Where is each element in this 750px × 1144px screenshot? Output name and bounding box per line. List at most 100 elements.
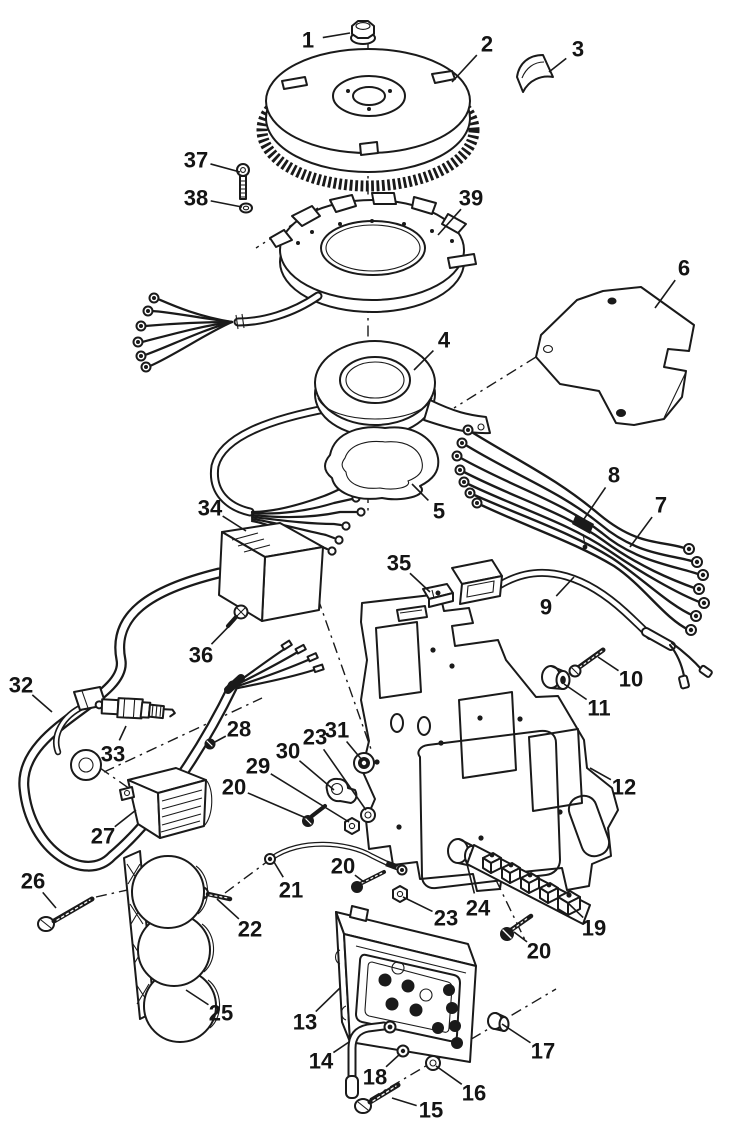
callout-label-28: 28 bbox=[227, 717, 251, 742]
part-coil-bracket bbox=[123, 850, 221, 1043]
part-nut-28 bbox=[204, 738, 216, 750]
callout-label-18: 18 bbox=[363, 1065, 387, 1090]
part-plug-17 bbox=[487, 1012, 510, 1032]
leader-line-16 bbox=[435, 1065, 463, 1085]
callout-label-26: 26 bbox=[21, 869, 45, 894]
callout-label-12: 12 bbox=[612, 775, 636, 800]
leader-line-9 bbox=[555, 576, 575, 597]
harness-connector bbox=[451, 559, 503, 605]
part-link-cable bbox=[451, 559, 713, 690]
part-screw-20c bbox=[500, 913, 534, 941]
callout-label-13: 13 bbox=[293, 1010, 317, 1035]
callout-label-17: 17 bbox=[531, 1039, 555, 1064]
leader-line-30 bbox=[298, 760, 335, 791]
callout-label-29: 29 bbox=[246, 754, 270, 779]
leader-line-5 bbox=[411, 483, 429, 501]
callout-label-6: 6 bbox=[678, 256, 690, 281]
leader-line-37 bbox=[210, 163, 241, 173]
leader-line-12 bbox=[589, 767, 612, 781]
callout-label-20: 20 bbox=[331, 854, 355, 879]
leader-line-7 bbox=[629, 516, 653, 548]
callout-label-2: 2 bbox=[481, 32, 493, 57]
part-harness bbox=[451, 424, 710, 636]
callout-label-4: 4 bbox=[438, 328, 451, 353]
callout-label-19: 19 bbox=[582, 916, 606, 941]
callout-label-7: 7 bbox=[655, 493, 667, 518]
part-screw-15 bbox=[354, 1082, 401, 1114]
leader-line-32 bbox=[31, 694, 53, 713]
callout-label-27: 27 bbox=[91, 824, 115, 849]
leader-line-25 bbox=[185, 989, 209, 1006]
part-bracket bbox=[535, 286, 695, 426]
part-nut-23b bbox=[392, 885, 408, 903]
part-stator-washer bbox=[239, 202, 253, 214]
callout-label-10: 10 bbox=[619, 667, 643, 692]
leader-line-20 bbox=[354, 874, 365, 883]
callout-label-22: 22 bbox=[238, 917, 262, 942]
leader-line-20 bbox=[513, 931, 528, 943]
callout-label-34: 34 bbox=[198, 496, 223, 521]
callout-label-14: 14 bbox=[309, 1049, 334, 1074]
part-spacer-11 bbox=[541, 665, 571, 690]
leader-line-13 bbox=[315, 987, 341, 1013]
part-cable-tie bbox=[572, 514, 594, 550]
callout-label-37: 37 bbox=[184, 148, 208, 173]
leader-line-39 bbox=[437, 208, 462, 236]
part-ground-wire bbox=[264, 841, 408, 876]
callout-label-5: 5 bbox=[433, 499, 445, 524]
leader-line-29 bbox=[270, 773, 350, 823]
leader-line-21 bbox=[273, 861, 284, 878]
leader-line-35 bbox=[409, 572, 431, 593]
leader-line-14 bbox=[332, 1041, 350, 1054]
callout-label-32: 32 bbox=[9, 673, 33, 698]
callout-label-31: 31 bbox=[325, 718, 349, 743]
part-ignition-coil bbox=[119, 767, 213, 839]
part-grommet bbox=[353, 752, 375, 774]
callout-label-36: 36 bbox=[189, 643, 213, 668]
leader-line-36 bbox=[210, 619, 236, 645]
leader-line-28 bbox=[212, 735, 227, 744]
leader-line-20 bbox=[247, 792, 307, 819]
callout-label-15: 15 bbox=[419, 1098, 443, 1123]
callout-label-1: 1 bbox=[302, 28, 314, 53]
leader-line-22 bbox=[216, 898, 240, 920]
part-clamp bbox=[325, 777, 358, 804]
callout-label-11: 11 bbox=[587, 696, 610, 721]
callout-label-25: 25 bbox=[209, 1001, 233, 1026]
leader-line-24 bbox=[465, 859, 476, 894]
leader-line-11 bbox=[563, 683, 588, 701]
leader-line-38 bbox=[210, 200, 243, 208]
callout-label-38: 38 bbox=[184, 186, 208, 211]
leader-line-31 bbox=[345, 741, 363, 761]
part-trigger bbox=[209, 340, 491, 556]
stator-lead-fan bbox=[132, 292, 234, 373]
leader-line-23 bbox=[402, 896, 433, 913]
leader-line-33 bbox=[118, 725, 127, 741]
part-nut-18 bbox=[396, 1044, 410, 1058]
leader-line-6 bbox=[654, 279, 676, 309]
part-stator bbox=[132, 192, 477, 373]
part-gasket bbox=[324, 426, 440, 501]
leader-line-27 bbox=[114, 809, 137, 828]
leader-line-1 bbox=[322, 32, 351, 39]
part-spark-plug bbox=[94, 697, 176, 720]
part-clip bbox=[422, 583, 454, 608]
callout-label-20: 20 bbox=[222, 775, 246, 800]
part-flywheel bbox=[256, 48, 480, 192]
leader-line-18 bbox=[385, 1053, 401, 1068]
leader-line-34 bbox=[222, 515, 247, 532]
part-flywheel-nut bbox=[350, 20, 376, 45]
part-screw-10 bbox=[568, 647, 606, 678]
leader-line-8 bbox=[583, 486, 607, 520]
callout-label-30: 30 bbox=[276, 739, 300, 764]
callout-label-24: 24 bbox=[466, 896, 491, 921]
callout-label-33: 33 bbox=[101, 742, 125, 767]
callout-label-21: 21 bbox=[279, 878, 303, 903]
part-terminal-block bbox=[466, 844, 591, 925]
callout-label-16: 16 bbox=[462, 1081, 486, 1106]
callout-label-20: 20 bbox=[527, 939, 551, 964]
leader-line-2 bbox=[451, 54, 478, 83]
